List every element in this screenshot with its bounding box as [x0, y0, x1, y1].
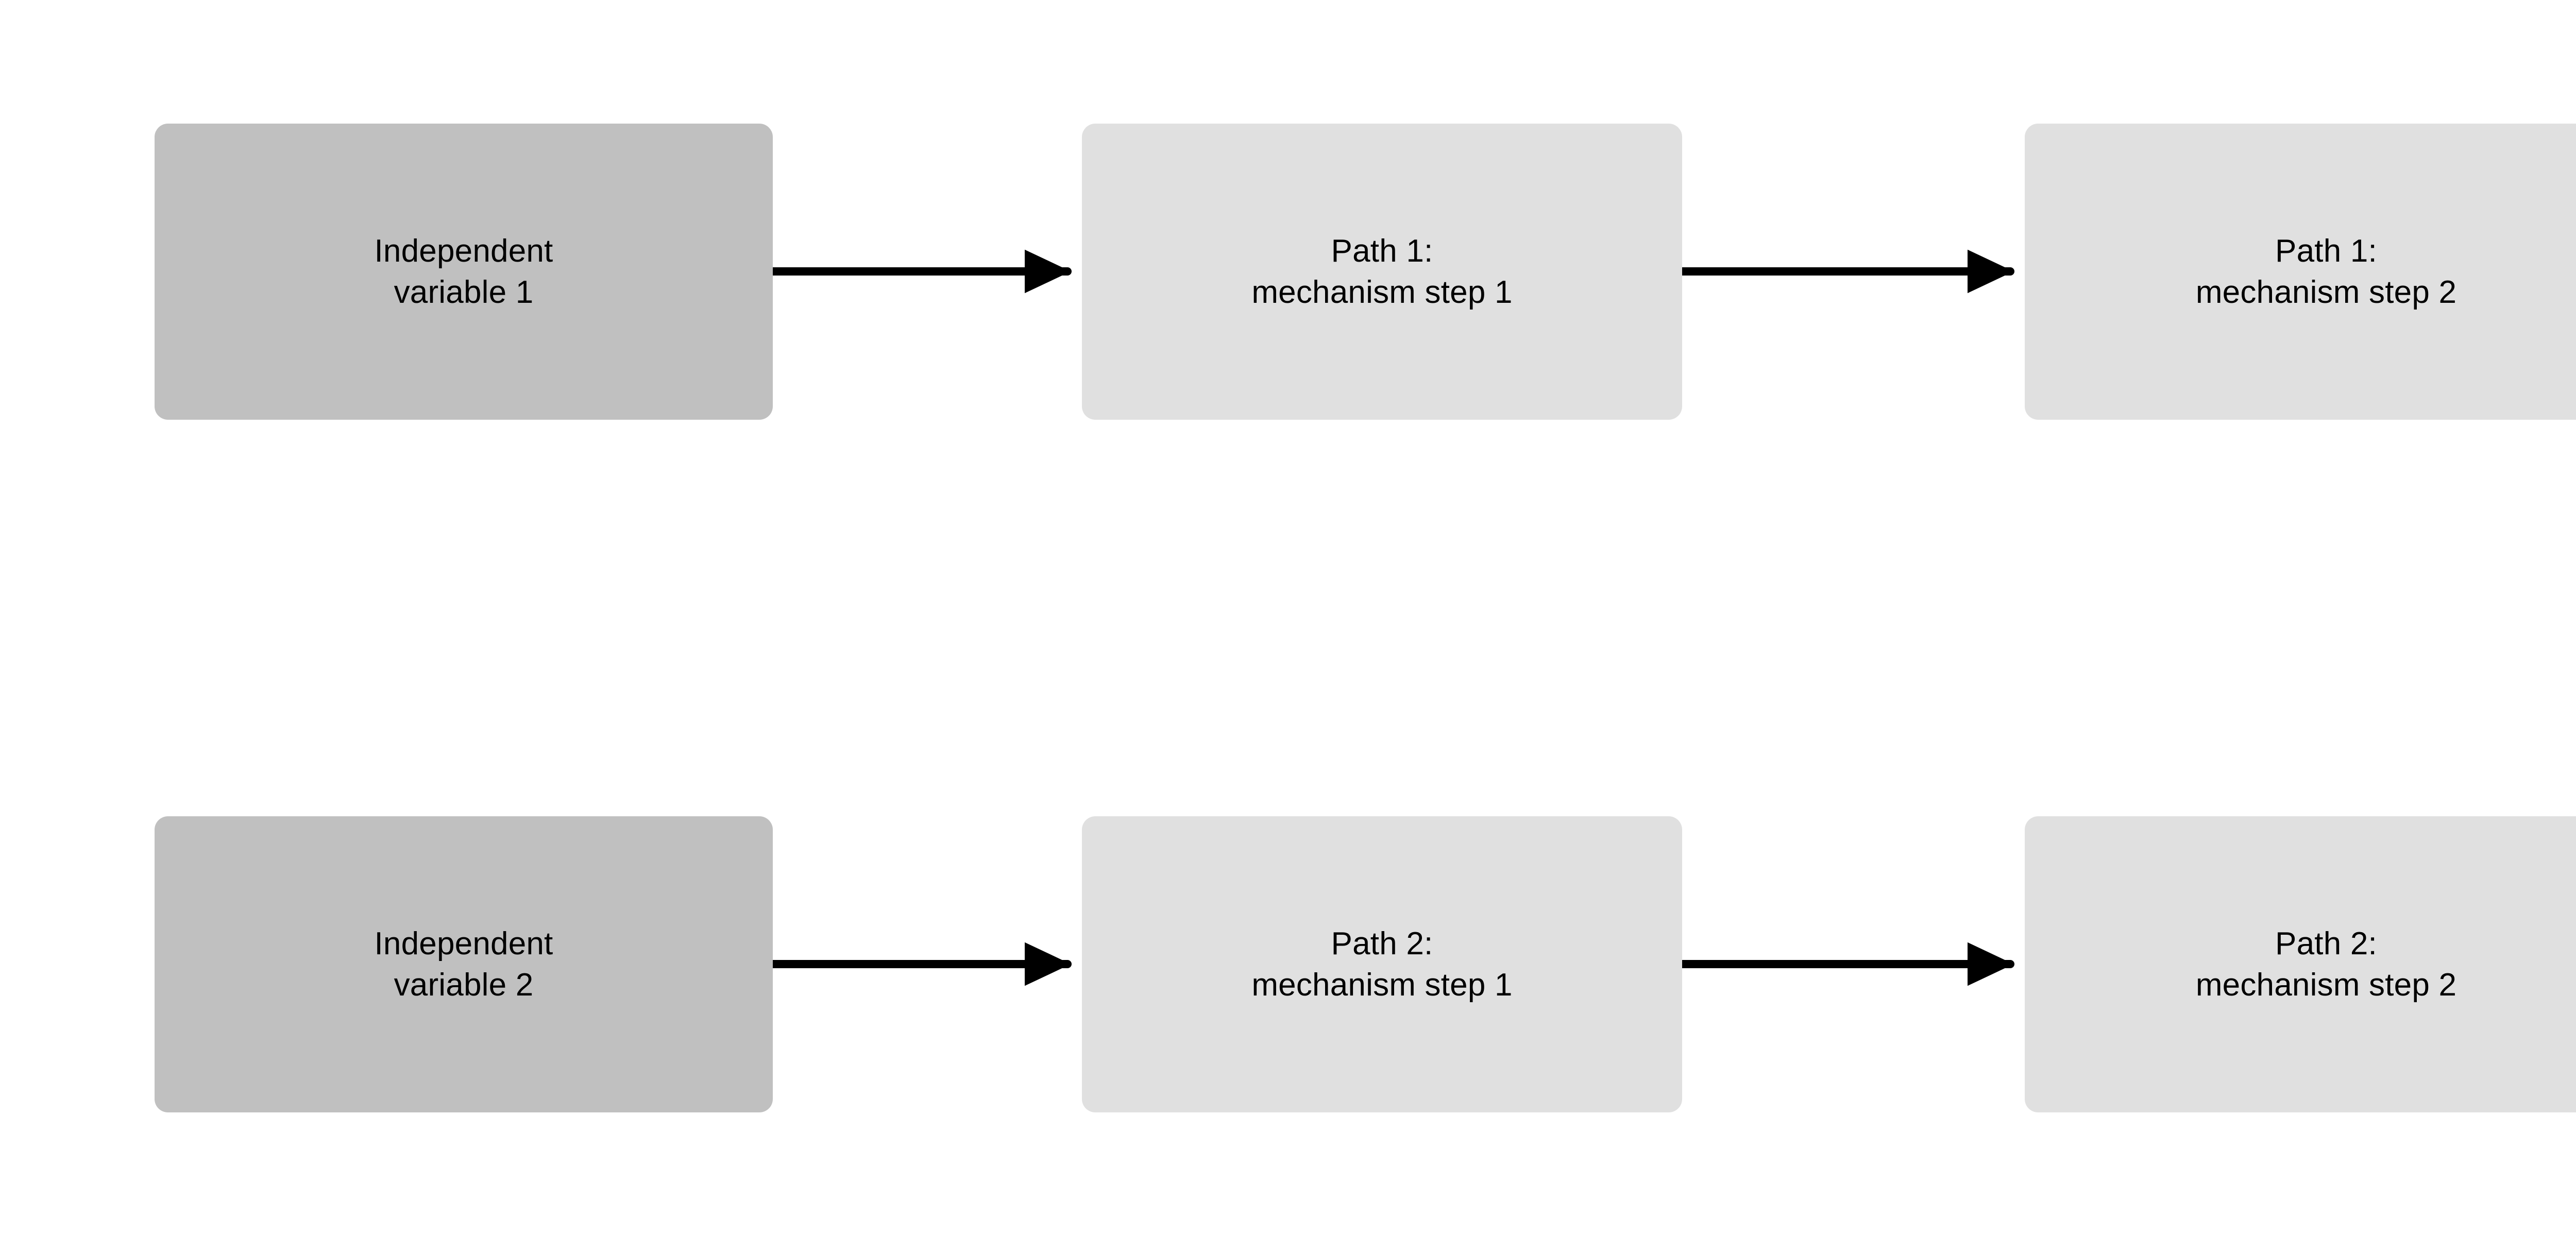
node-independent-variable-1[interactable]: Independent variable 1	[155, 124, 773, 420]
node-path-2-mechanism-step-2[interactable]: Path 2: mechanism step 2	[2025, 816, 2576, 1112]
node-label-path-2-mechanism-step-1: Path 2: mechanism step 1	[1251, 925, 1513, 1003]
node-label-independent-variable-2: Independent variable 2	[374, 925, 553, 1003]
node-label-independent-variable-1: Independent variable 1	[374, 233, 553, 310]
node-label-path-1-mechanism-step-1: Path 1: mechanism step 1	[1251, 233, 1513, 310]
node-independent-variable-2[interactable]: Independent variable 2	[155, 816, 773, 1112]
node-label-path-2-mechanism-step-2: Path 2: mechanism step 2	[2195, 925, 2457, 1003]
node-path-1-mechanism-step-1[interactable]: Path 1: mechanism step 1	[1082, 124, 1682, 420]
node-path-1-mechanism-step-2[interactable]: Path 1: mechanism step 2	[2025, 124, 2576, 420]
node-path-2-mechanism-step-1[interactable]: Path 2: mechanism step 1	[1082, 816, 1682, 1112]
node-label-path-1-mechanism-step-2: Path 1: mechanism step 2	[2195, 233, 2457, 310]
